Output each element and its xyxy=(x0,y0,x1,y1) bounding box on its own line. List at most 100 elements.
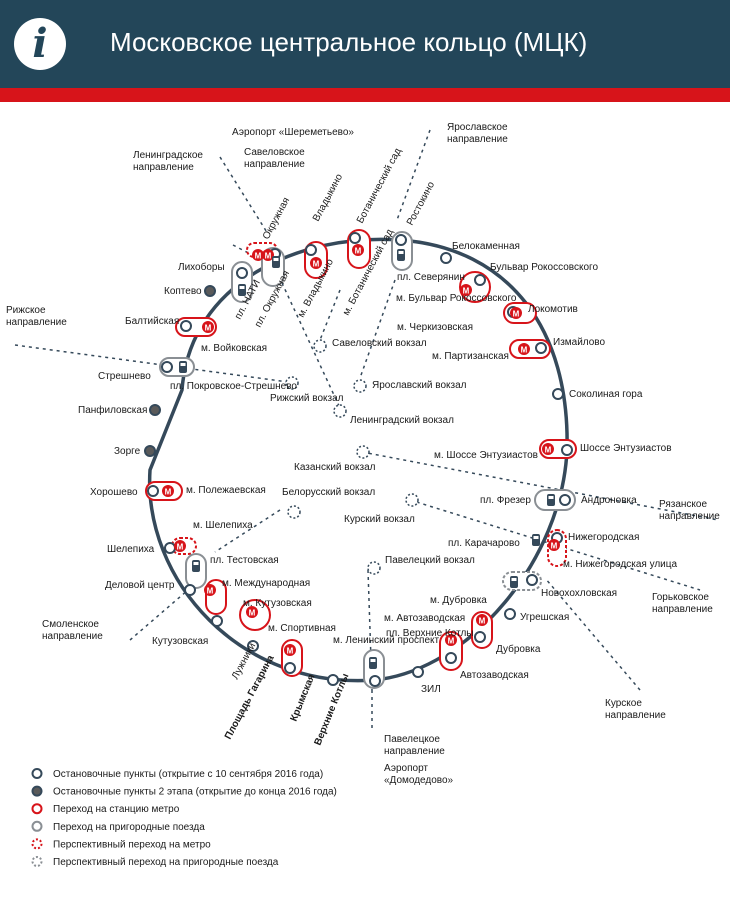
metro-icon: М xyxy=(460,284,472,296)
station-marker xyxy=(504,608,516,620)
label-андроновка: Андроновка xyxy=(581,495,637,506)
label-м-автозаводская: м. Автозаводская xyxy=(384,613,465,624)
label-шоссе-энтузиастов: Шоссе Энтузиастов xyxy=(580,443,672,454)
label-ботанический-сад: Ботанический сад xyxy=(355,146,404,225)
label-м-партизанская: м. Партизанская xyxy=(432,351,509,362)
legend-symbol xyxy=(31,785,43,797)
metro-icon: М xyxy=(252,249,264,261)
dotted-connector xyxy=(219,156,269,235)
metro-icon: М xyxy=(310,257,322,269)
label-панфиловская: Панфиловская xyxy=(78,404,147,416)
train-icon xyxy=(547,494,555,506)
label-павелецкий-вокзал: Павелецкий вокзал xyxy=(385,555,475,566)
terminal-marker xyxy=(285,376,299,390)
label-шелепиха: Шелепиха xyxy=(107,544,155,555)
terminal-marker xyxy=(367,561,381,575)
label-пл-фрезер: пл. Фрезер xyxy=(480,495,531,506)
legend-symbol xyxy=(31,856,43,867)
metro-icon: М xyxy=(445,634,457,646)
svg-text:М: М xyxy=(249,609,256,618)
label-площадь-гагарина: Площадь Гагарина xyxy=(223,653,277,741)
label-м-дубровка: м. Дубровка xyxy=(430,594,487,606)
label-м-ленинский-проспект: м. Ленинский проспект xyxy=(333,635,440,646)
dotted-connector xyxy=(409,499,701,591)
metro-icon: М xyxy=(204,584,216,596)
metro-icon: М xyxy=(352,244,364,256)
dotted-connector xyxy=(396,129,431,221)
station-marker xyxy=(305,244,317,256)
station-marker xyxy=(561,444,573,456)
metro-icon: М xyxy=(202,321,214,333)
dotted-connector xyxy=(129,589,189,641)
svg-text:М: М xyxy=(355,247,362,256)
label-зорге: Зорге xyxy=(114,446,141,457)
train-icon xyxy=(510,576,518,588)
train-icon xyxy=(369,657,377,669)
legend-item: Переход на пригородные поезда xyxy=(31,820,205,833)
terminal-marker xyxy=(333,404,347,418)
station-marker xyxy=(164,542,176,554)
label-зил: ЗИЛ xyxy=(421,684,441,695)
station-marker xyxy=(144,445,156,457)
terminal-marker xyxy=(313,339,327,353)
station-marker xyxy=(247,640,259,652)
label-м-бульвар-рокоссовского: м. Бульвар Рокоссовского xyxy=(396,293,517,304)
label-м-черкизовская: м. Черкизовская xyxy=(397,322,473,333)
label-рижский-вокзал: Рижский вокзал xyxy=(270,393,344,404)
metro-icon: М xyxy=(162,485,174,497)
header-bar: i Московское центральное кольцо (МЦК) xyxy=(0,0,730,88)
svg-text:М: М xyxy=(463,287,470,296)
dotted-connector xyxy=(214,509,281,553)
label-м-войковская: м. Войковская xyxy=(201,343,267,354)
label-м-международная: м. Международная xyxy=(222,578,310,589)
label-ленинградский-вокзал: Ленинградский вокзал xyxy=(350,415,454,426)
label-локомотив: Локомотив xyxy=(528,304,578,315)
svg-text:М: М xyxy=(551,542,558,551)
label-курский-вокзал: Курский вокзал xyxy=(344,514,415,525)
metro-icon: М xyxy=(510,307,522,319)
station-marker xyxy=(211,615,223,627)
station-marker xyxy=(284,662,296,674)
svg-text:М: М xyxy=(513,310,520,319)
label-окружная: Окружная xyxy=(261,196,292,242)
legend-symbol xyxy=(31,803,43,815)
label-савеловский-вокзал: Савеловский вокзал xyxy=(332,338,427,349)
metro-icon: М xyxy=(174,540,186,552)
metro-icon: М xyxy=(518,343,530,355)
legend-item: Переход на станцию метро xyxy=(31,803,180,815)
metro-icon: М xyxy=(542,443,554,455)
station-marker xyxy=(204,285,216,297)
label-пл-покровское-стрешнево: пл. Покровское-Стрешнево xyxy=(170,381,297,392)
legend-label: Переход на пригородные поезда xyxy=(53,822,205,833)
info-icon: i xyxy=(14,18,66,70)
train-icon xyxy=(397,249,405,261)
station-marker xyxy=(180,320,192,332)
train-icon xyxy=(238,284,246,296)
label-пл-северянин: пл. Северянин xyxy=(397,272,465,283)
label-ростокино: Ростокино xyxy=(405,180,437,228)
label-измайлово: Измайлово xyxy=(553,337,606,348)
metro-icon: М xyxy=(284,644,296,656)
svg-text:М: М xyxy=(177,543,184,552)
svg-text:М: М xyxy=(448,637,455,646)
legend-label: Остановочные пункты (открытие с 10 сентя… xyxy=(53,768,323,780)
station-marker xyxy=(236,267,248,279)
label-пл-тестовская: пл. Тестовская xyxy=(210,555,279,566)
svg-text:М: М xyxy=(265,252,272,261)
terminal-marker xyxy=(356,445,370,459)
station-marker xyxy=(535,342,547,354)
station-marker xyxy=(149,404,161,416)
label-м-шоссе-энтузиастов: м. Шоссе Энтузиастов xyxy=(434,450,538,461)
label-м-полежаевская: м. Полежаевская xyxy=(186,485,266,496)
station-marker xyxy=(552,388,564,400)
label-лихоборы: Лихоборы xyxy=(178,261,225,273)
station-marker xyxy=(474,631,486,643)
station-marker xyxy=(369,675,381,687)
train-icon xyxy=(192,560,200,572)
label-пл-карачарово: пл. Карачарово xyxy=(448,538,520,549)
legend-item: Остановочные пункты 2 этапа (открытие до… xyxy=(31,785,337,798)
label-белорусский-вокзал: Белорусский вокзал xyxy=(282,487,375,498)
legend-item: Перспективный переход на метро xyxy=(31,838,211,850)
